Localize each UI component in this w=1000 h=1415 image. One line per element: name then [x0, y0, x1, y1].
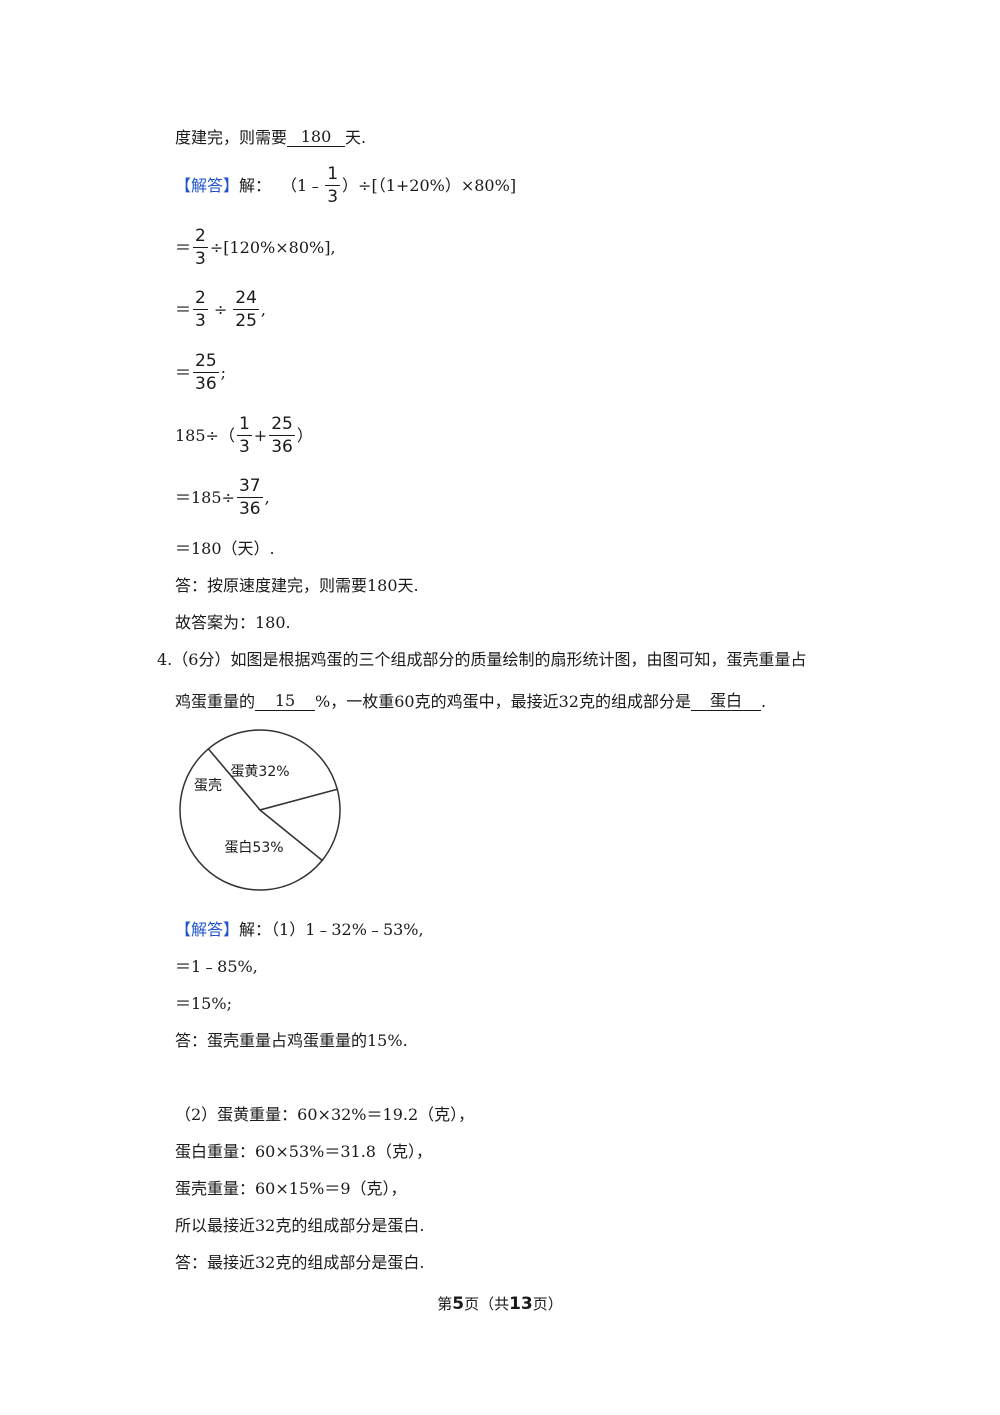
q4-solution-line-9: 答：最接近32克的组成部分是蛋白. [175, 1253, 425, 1272]
fraction-denominator: 36 [271, 437, 293, 457]
q4-solution-line-1: 【解答】 解：（1）1﹣32%﹣53%, [175, 922, 424, 938]
pie-slice [207, 729, 339, 811]
question-text: （6分）如图是根据鸡蛋的三个组成部分的质量绘制的扇形统计图，由图可知，蛋壳重量占 [172, 650, 807, 669]
q3-solution-line-5: 185÷（ 1 3 + 25 36 ） [175, 416, 313, 456]
q3-solution-line-4: ＝ 25 36 ; [175, 353, 226, 393]
expr-part: ÷[120%×80%], [209, 238, 336, 257]
question-text: %，一枚重60克的鸡蛋中，最接近32克的组成部分是 [315, 691, 691, 711]
plus-sign: + [253, 426, 268, 445]
fraction: 25 36 [193, 353, 219, 393]
q4-solution-line-7: 蛋壳重量：60×15%＝9（克）， [175, 1179, 407, 1198]
q3-tail-text: 度建完，则需要 [175, 127, 288, 147]
fraction-numerator: 1 [325, 164, 341, 186]
fraction-numerator: 1 [236, 414, 252, 436]
q3-solution-line-6: ＝185÷ 37 36 , [175, 478, 270, 518]
expr-part: , [264, 488, 270, 507]
fraction: 25 36 [269, 416, 295, 456]
footer-text: 第 [437, 1295, 453, 1313]
fraction-numerator: 25 [193, 351, 219, 373]
fraction-denominator: 25 [235, 311, 257, 331]
pie-slice-label: 蛋壳 [194, 777, 222, 794]
expr-part: ）÷[（1+20%）×80%] [342, 176, 517, 195]
solution-tag: 【解答】 [175, 176, 240, 195]
fraction: 1 3 [236, 414, 252, 457]
footer-text: 页（共 [464, 1295, 510, 1313]
q3-answer-blank: 180 [287, 127, 346, 148]
q3-tail-end: 天. [345, 127, 367, 147]
q4-answer-blank-2: 蛋白 [690, 691, 761, 712]
page-footer: 第5页（共13页） [0, 1293, 1000, 1314]
egg-pie-chart: 蛋黄32% 蛋白53% 蛋壳 [179, 729, 341, 891]
q3-solution-line-1: 【解答】 解： （1﹣ 1 3 ）÷[（1+20%）×80%] [175, 166, 516, 206]
pie-slice [258, 788, 341, 862]
q4-answer-blank-1: 15 [255, 691, 316, 712]
q3-solution-line-3: ＝ 2 3 ÷ 24 25 , [175, 290, 266, 330]
divide-sign: ÷ [213, 300, 228, 319]
fraction-numerator: 24 [233, 288, 259, 310]
expr-part: 解：（1）1﹣32%﹣53%, [239, 920, 424, 939]
q3-solution-line-7: ＝180（天）. [175, 539, 275, 558]
fraction-denominator: 3 [195, 249, 206, 269]
q3-tail-line: 度建完，则需要 180 天. [175, 127, 367, 148]
expr-part: 185÷（ [175, 426, 235, 445]
q4-question-line-2: 鸡蛋重量的 15 %，一枚重60克的鸡蛋中，最接近32克的组成部分是 蛋白 . [175, 691, 767, 712]
equals-sign: ＝ [175, 238, 192, 257]
expr-part: ） [296, 426, 313, 445]
fraction-numerator: 2 [193, 226, 208, 248]
q4-solution-line-3: ＝15%; [175, 994, 232, 1013]
fraction-numerator: 25 [269, 414, 295, 436]
fraction: 1 3 [325, 164, 341, 207]
q4-solution-line-8: 所以最接近32克的组成部分是蛋白. [175, 1216, 425, 1235]
total-pages: 13 [509, 1294, 533, 1314]
q3-solution-line-2: ＝ 2 3 ÷[120%×80%], [175, 228, 336, 268]
fraction-numerator: 2 [193, 288, 208, 310]
expr-part: （1﹣ [281, 176, 324, 195]
expr-part: ; [220, 363, 227, 382]
pie-slice [179, 747, 324, 891]
fraction-denominator: 36 [195, 374, 217, 394]
expr-part: , [260, 300, 266, 319]
q3-final-answer-line: 故答案为：180. [175, 613, 291, 632]
footer-text: 页） [532, 1295, 563, 1313]
page-number: 5 [452, 1294, 465, 1314]
fraction-denominator: 3 [238, 437, 250, 457]
expr-part: ＝185÷ [175, 488, 235, 507]
q3-answer-line: 答：按原速度建完，则需要180天. [175, 576, 419, 595]
q4-solution-line-6: 蛋白重量：60×53%＝31.8（克）， [175, 1142, 432, 1161]
q4-solution-line-2: ＝1﹣85%, [175, 957, 258, 976]
fraction-denominator: 3 [195, 311, 206, 331]
question-text: 鸡蛋重量的 [175, 691, 256, 711]
pie-slice-label: 蛋白53% [224, 840, 283, 856]
q4-solution-line-5: （2）蛋黄重量：60×32%＝19.2（克）， [175, 1105, 475, 1124]
question-number: 4. [157, 650, 173, 669]
fraction-denominator: 3 [327, 187, 339, 207]
solution-intro: 解： [239, 176, 272, 195]
fraction: 37 36 [236, 476, 263, 519]
fraction-denominator: 36 [238, 499, 261, 519]
question-text: . [760, 691, 767, 711]
equals-sign: ＝ [175, 363, 192, 382]
q4-question-line-1: 4. （6分）如图是根据鸡蛋的三个组成部分的质量绘制的扇形统计图，由图可知，蛋壳… [157, 652, 806, 668]
equals-sign: ＝ [175, 300, 192, 319]
fraction: 2 3 [193, 290, 208, 330]
q4-solution-line-4: 答：蛋壳重量占鸡蛋重量的15%. [175, 1031, 408, 1050]
solution-tag: 【解答】 [175, 920, 240, 939]
fraction-numerator: 37 [236, 476, 263, 498]
fraction: 2 3 [193, 228, 208, 268]
pie-slice-label: 蛋黄32% [230, 763, 289, 780]
fraction: 24 25 [233, 290, 259, 330]
